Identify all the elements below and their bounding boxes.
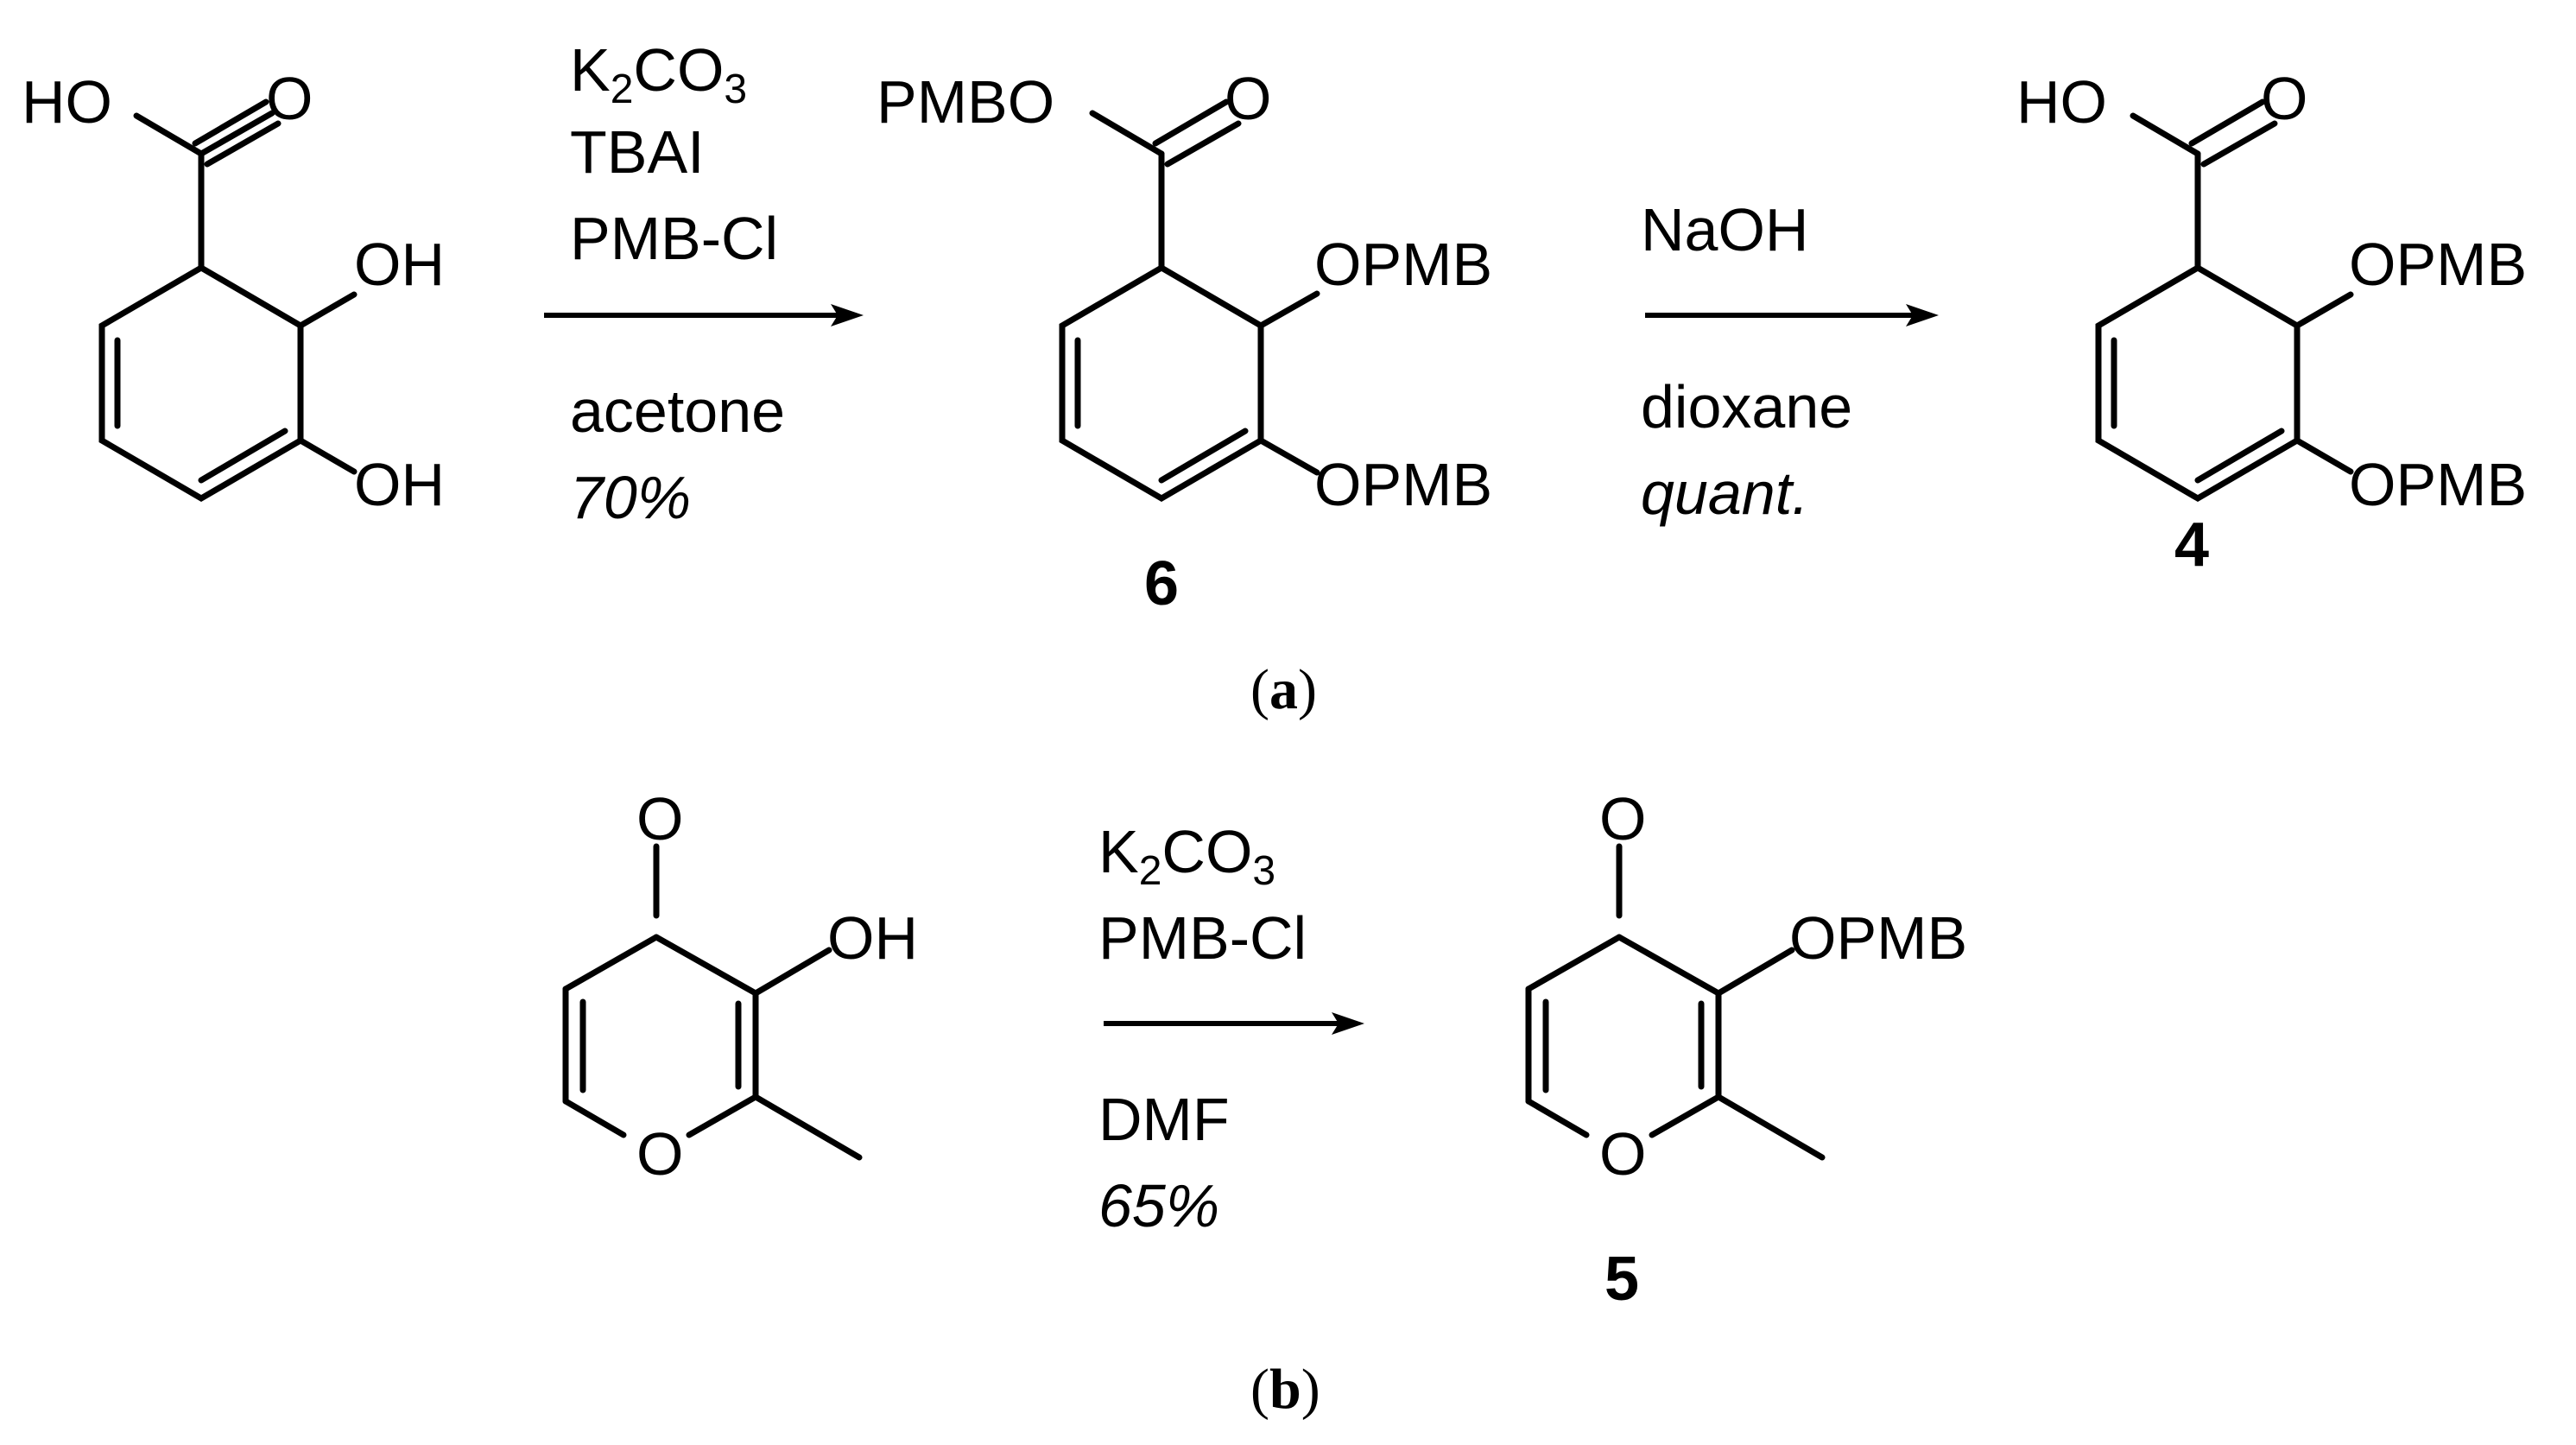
compound-4-structure: HO O OPMB OPMB 4 xyxy=(2016,65,2527,580)
solvent-acetone: acetone xyxy=(570,377,785,445)
product-opmb-label-upper: OPMB xyxy=(2349,231,2527,298)
product-acid-hydroxyl-label: HO xyxy=(2016,68,2107,136)
maltol-structure: O OH O xyxy=(562,785,918,1188)
reagent-pmb-cl: PMB-Cl xyxy=(570,205,778,272)
product-ring-oxygen-label: O xyxy=(1599,1120,1646,1188)
product-ketone-oxygen-label: O xyxy=(1599,785,1646,852)
pmb-ester-label: PMBO xyxy=(877,68,1054,136)
reaction-arrow-b: K2CO3 PMB-Cl DMF 65% xyxy=(1098,818,1364,1239)
acid-hydroxyl-label: HO xyxy=(22,68,112,136)
opmb-label-upper: OPMB xyxy=(1314,231,1492,298)
compound-5-structure: O OPMB O 5 xyxy=(1525,785,1967,1314)
reagent-tbai: TBAI xyxy=(570,118,705,186)
maltol-hydroxyl-label: OH xyxy=(827,904,918,972)
opmb-label-lower: OPMB xyxy=(1314,451,1492,518)
ester-carbonyl-oxygen-label: O xyxy=(1225,65,1271,132)
reagent-pmb-cl-b: PMB-Cl xyxy=(1098,904,1307,972)
compound-6-structure: PMBO O OPMB OPMB 6 xyxy=(877,65,1492,618)
acid-carbonyl-oxygen-label: O xyxy=(266,65,313,132)
maltol-ketone-oxygen-label: O xyxy=(636,785,683,852)
hydroxyl-label-upper: OH xyxy=(354,231,445,298)
maltol-ring-oxygen-label: O xyxy=(636,1120,683,1188)
reaction-arrow-1: K2CO3 TBAI PMB-Cl acetone 70% xyxy=(544,36,864,531)
product-carbonyl-oxygen-label: O xyxy=(2261,65,2307,132)
compound-label-6: 6 xyxy=(1144,549,1179,618)
reagent-potassium-carbonate: K2CO3 xyxy=(570,36,747,112)
caption-a: (a) xyxy=(1250,658,1317,721)
yield-quant: quant. xyxy=(1641,459,1809,527)
product-opmb-label-lower: OPMB xyxy=(2349,451,2527,518)
caption-b: (b) xyxy=(1250,1358,1320,1421)
reagent-potassium-carbonate-b: K2CO3 xyxy=(1098,818,1275,894)
dihydroxybenzoic-acid-structure: HO O OH OH xyxy=(22,65,445,518)
solvent-dmf: DMF xyxy=(1098,1086,1230,1153)
yield-65: 65% xyxy=(1098,1172,1219,1239)
yield-70: 70% xyxy=(570,464,691,531)
reaction-arrow-2: NaOH dioxane quant. xyxy=(1641,196,1939,527)
compound-label-4: 4 xyxy=(2174,510,2209,580)
hydroxyl-label-lower: OH xyxy=(354,451,445,518)
scheme-b: O OH O K2CO3 PMB-Cl DMF 65% O xyxy=(562,785,1967,1421)
solvent-dioxane: dioxane xyxy=(1641,373,1852,440)
scheme-a: HO O OH OH K2CO3 TBAI PMB-Cl acetone 70% xyxy=(22,36,2527,721)
compound-label-5: 5 xyxy=(1604,1245,1639,1314)
reagent-naoh: NaOH xyxy=(1641,196,1808,263)
product-opmb-label: OPMB xyxy=(1789,904,1967,972)
